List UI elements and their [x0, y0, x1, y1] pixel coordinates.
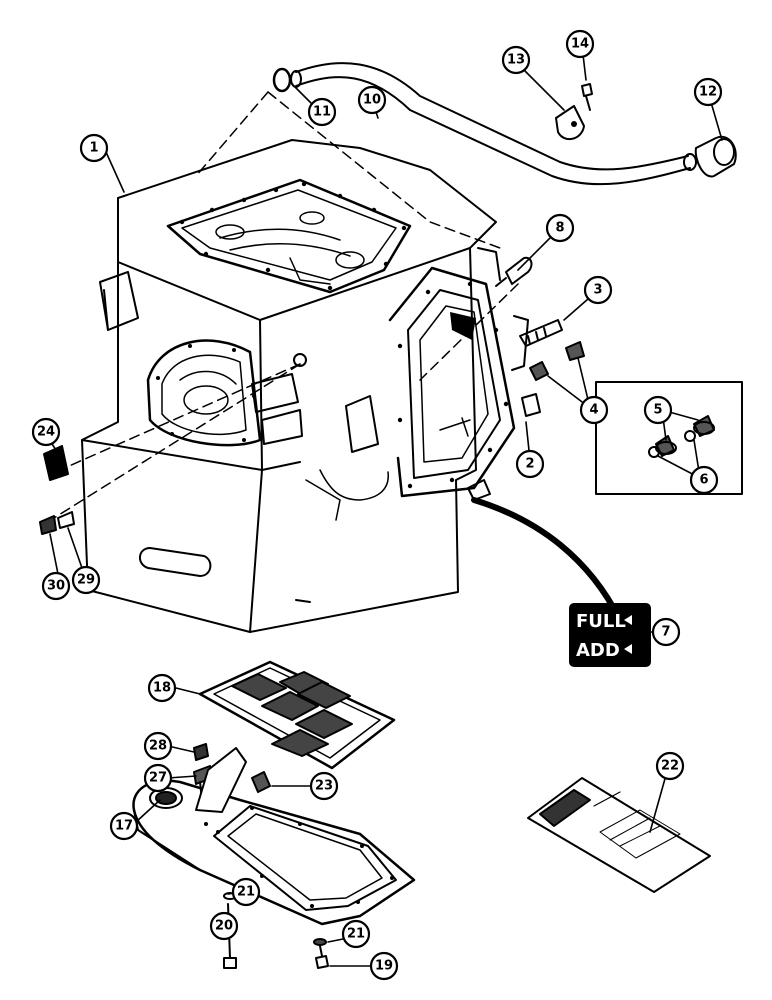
dipstick-label-text: FULL ADD: [576, 611, 626, 661]
callout-4: 4: [589, 403, 598, 418]
callout-21-lower: 21: [347, 927, 365, 942]
small-parts: [39, 256, 585, 535]
callout-14: 14: [571, 37, 589, 52]
callout-18: 18: [153, 681, 171, 696]
callout-22: 22: [661, 759, 679, 774]
inset-box: [595, 381, 743, 495]
callout-20: 20: [215, 919, 233, 934]
callout-21-upper: 21: [237, 885, 255, 900]
callout-11: 11: [313, 105, 331, 120]
callout-12: 12: [699, 85, 717, 100]
dipstick: [471, 497, 623, 623]
callout-10: 10: [363, 93, 381, 108]
sealant-packet: [527, 777, 711, 893]
callout-6: 6: [699, 473, 708, 488]
callout-28: 28: [149, 739, 167, 754]
callout-leaders: [49, 45, 723, 967]
label-add: ADD: [576, 640, 620, 661]
callout-7: 7: [661, 625, 670, 640]
screen-18: [198, 660, 396, 770]
dashed-leaders: [53, 91, 519, 519]
callout-1: 1: [89, 141, 98, 156]
callout-numbers: 1 2 3 4 5 6 7 8 10 11 12 13 14 17 18 19 …: [37, 37, 717, 974]
callout-24: 24: [37, 425, 55, 440]
callout-17: 17: [115, 819, 133, 834]
callout-5: 5: [653, 403, 662, 418]
callout-30: 30: [47, 579, 65, 594]
dipstick-label: [569, 603, 651, 667]
breather-tube: [272, 62, 737, 186]
callout-circles: [31, 29, 723, 981]
transmission-housing: [81, 139, 529, 633]
callout-3: 3: [593, 283, 602, 298]
callout-13: 13: [507, 53, 525, 68]
callout-27: 27: [149, 771, 167, 786]
callout-2: 2: [525, 457, 534, 472]
label-full: FULL: [576, 611, 626, 632]
callout-8: 8: [555, 221, 564, 236]
sump-pan-17: [132, 747, 416, 926]
callout-23: 23: [315, 779, 333, 794]
callout-29: 29: [77, 573, 95, 588]
callout-19: 19: [375, 959, 393, 974]
